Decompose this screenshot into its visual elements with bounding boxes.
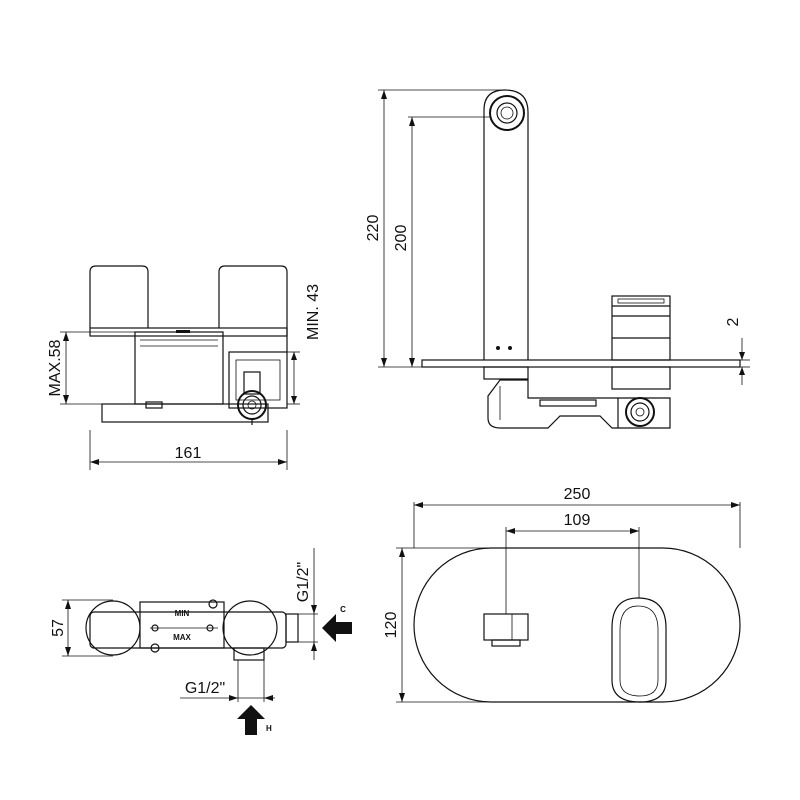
cold-inlet-size-label: G1/2" xyxy=(295,562,312,602)
side-total-height-label: 220 xyxy=(365,215,382,242)
front-max-height-label: MAX.58 xyxy=(47,339,64,396)
side-view: 220 200 2 xyxy=(365,89,750,429)
front-min-height-label: MIN. 43 xyxy=(305,284,322,340)
plate-view: 250 109 120 xyxy=(383,486,741,703)
plate-height-label: 120 xyxy=(383,612,400,639)
cold-inlet-arrow-icon xyxy=(322,614,352,642)
min-mark: MIN xyxy=(175,609,190,618)
hot-label: H xyxy=(266,724,272,733)
plate-width-label: 250 xyxy=(564,486,591,503)
side-spout-height-label: 200 xyxy=(393,225,410,252)
side-plate-thickness-label: 2 xyxy=(725,317,742,326)
bottom-view: MIN MAX 57 G1/2" C G1/2" H xyxy=(50,548,352,735)
hot-inlet-arrow-icon xyxy=(237,705,265,735)
hot-inlet-size-label: G1/2" xyxy=(185,680,225,697)
bottom-depth-label: 57 xyxy=(50,619,67,637)
max-mark: MAX xyxy=(173,633,191,642)
front-view: 161 MAX.58 MIN. 43 xyxy=(47,265,322,470)
cold-label: C xyxy=(340,605,346,614)
center-distance-label: 109 xyxy=(564,512,591,529)
front-width-label: 161 xyxy=(175,445,202,462)
